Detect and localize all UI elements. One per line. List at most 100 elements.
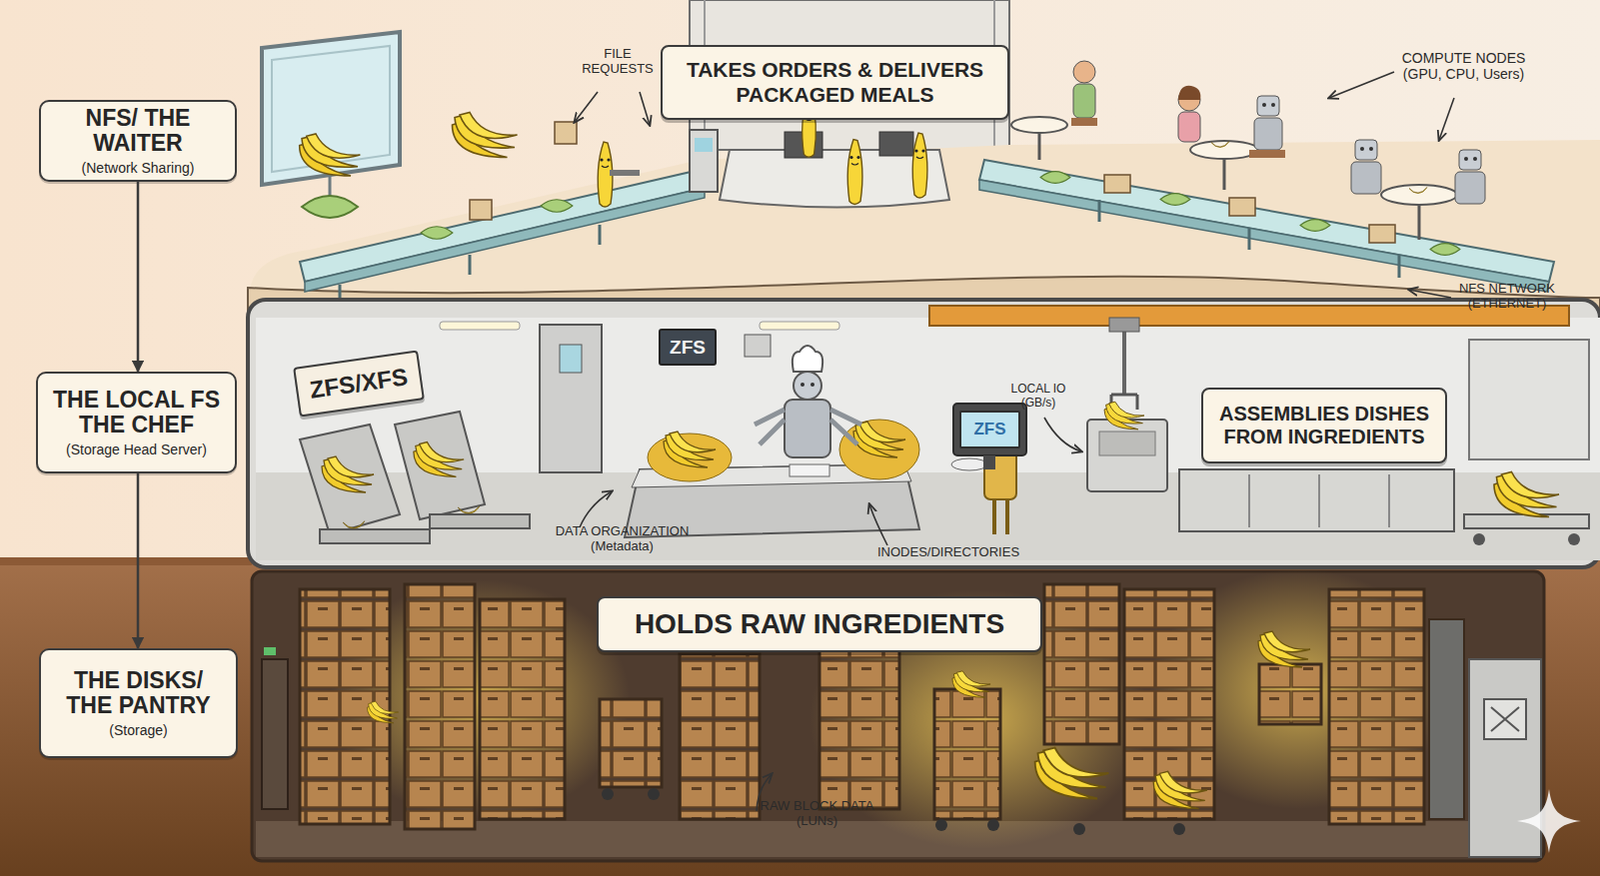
- callout-label: INODES/DIRECTORIES: [877, 545, 1020, 561]
- chef-counter: [800, 382, 805, 387]
- leader-arrows: [1044, 417, 1082, 452]
- pantry-basement: [1429, 619, 1465, 820]
- hoppers: [457, 506, 480, 514]
- dining-tables: [1464, 156, 1469, 161]
- kitchen-cabinet: [1388, 474, 1391, 528]
- kitchen-floor: [1469, 339, 1590, 460]
- dining-tables: [1409, 187, 1428, 194]
- helper-robot: [951, 458, 988, 471]
- leader-arrows: [1329, 71, 1395, 98]
- conveyor-belts: [540, 199, 573, 212]
- conveyor-belts: [299, 169, 705, 282]
- dining-tables: [1073, 60, 1096, 83]
- pantry-basement: [599, 699, 662, 788]
- dining-tables: [1271, 102, 1276, 107]
- box-heading: ASSEMBLIES DISHES FROM INGREDIENTS: [1213, 402, 1436, 449]
- conveyor-belts: [1160, 193, 1191, 206]
- top-floor: [247, 0, 1600, 316]
- layer-box: THE LOCAL FS THE CHEF(Storage Head Serve…: [35, 371, 237, 474]
- box-heading: TAKES ORDERS & DELIVERS PACKAGED MEALS: [672, 57, 998, 106]
- chef-counter: [792, 345, 823, 372]
- kitchen-floor: [759, 321, 840, 330]
- watermark-star: [1517, 789, 1582, 854]
- box-heading: ZFS/XFS: [307, 362, 410, 404]
- leader-arrows: [1409, 289, 1452, 298]
- leader-arrows: [1439, 97, 1455, 140]
- box-heading: THE LOCAL FS THE CHEF: [47, 387, 225, 438]
- conveyor-belts: [1098, 199, 1102, 222]
- pantry-basement: [261, 659, 288, 810]
- pantry-basement: [1258, 631, 1311, 668]
- door-sign: ZFS: [658, 328, 717, 366]
- dining-tables: [1211, 141, 1230, 148]
- chef-counter: [663, 431, 716, 468]
- conveyor-belts: [554, 121, 577, 144]
- dining-tables: [1351, 161, 1382, 194]
- io-machine: [1104, 401, 1145, 430]
- io-machine: [1087, 317, 1168, 492]
- kitchen-cabinet: [1568, 533, 1581, 546]
- dining-tables: [1011, 60, 1486, 240]
- pantry-basement: [263, 647, 276, 656]
- io-machine: [1109, 317, 1140, 332]
- service-counter: [879, 131, 914, 156]
- conveyor-belts: [469, 199, 492, 220]
- pantry-basement: [987, 819, 1000, 832]
- kitchen-cabinet: [1179, 469, 1455, 532]
- callout-label: NFS NETWORK (ETHERNET): [1451, 281, 1564, 312]
- pantry-basement: [1329, 589, 1425, 825]
- kitchen-cabinet: [1318, 474, 1321, 528]
- hoppers: [299, 411, 530, 544]
- dining-tables: [1249, 149, 1286, 158]
- kitchen-floor: [744, 334, 771, 357]
- role-banner: HOLDS RAW INGREDIENTS: [596, 596, 1043, 653]
- kitchen-cabinet: [1248, 474, 1251, 528]
- dining-tables: [1360, 146, 1365, 151]
- hoppers: [321, 456, 374, 493]
- dining-tables: [1473, 156, 1478, 161]
- hoppers: [394, 411, 485, 520]
- pantry-basement: [366, 701, 398, 724]
- conveyor-belts: [420, 226, 453, 239]
- dining-tables: [1459, 149, 1482, 170]
- conveyor-belts: [1369, 224, 1396, 243]
- box-heading: THE DISKS/ THE PANTRY: [50, 668, 226, 719]
- chef-counter: [839, 419, 920, 480]
- layer-box: NFS/ THE WAITER (Network Sharing): [38, 99, 237, 182]
- role-banner: TAKES ORDERS & DELIVERS PACKAGED MEALS: [660, 44, 1010, 120]
- leader-arrows: [574, 91, 598, 122]
- pantry-basement: [1153, 771, 1208, 809]
- box-heading: HOLDS RAW INGREDIENTS: [634, 608, 1005, 641]
- callout-label: COMPUTE NODES (GPU, CPU, Users): [1391, 49, 1537, 82]
- chef-counter: [853, 421, 906, 458]
- conveyor-belts: [598, 224, 602, 245]
- chef-counter: [624, 345, 920, 538]
- pantry-basement: [479, 599, 565, 820]
- dining-tables: [1381, 184, 1458, 205]
- conveyor-belts: [452, 112, 518, 158]
- callout-label: RAW BLOCK DATA (LUNs): [749, 799, 885, 830]
- background: [0, 557, 252, 566]
- flow-arrow: [136, 181, 140, 372]
- pantry-basement: [647, 788, 660, 801]
- dining-tables: [1257, 95, 1280, 116]
- box-heading: ZFS: [669, 336, 706, 359]
- pantry-basement: [935, 819, 948, 832]
- conveyor-belts: [299, 112, 1555, 301]
- conveyor-belts: [299, 133, 361, 176]
- hoppers: [342, 521, 365, 529]
- monitor: [953, 403, 1027, 456]
- box-subtitle: (Network Sharing): [81, 159, 195, 176]
- box-heading: NFS/ THE WAITER: [50, 105, 225, 156]
- hoppers: [319, 529, 430, 544]
- dining-tables: [1190, 140, 1259, 159]
- io-machine: [1087, 419, 1168, 492]
- background: [0, 559, 1600, 876]
- chef-counter: [754, 409, 862, 445]
- monitor-screen: ZFS: [959, 410, 1021, 449]
- kitchen-floor: [439, 321, 520, 330]
- callout-label: DATA ORGANIZATION (Metadata): [534, 524, 710, 555]
- conveyor-belts: [1398, 254, 1402, 278]
- pantry-basement: [404, 584, 475, 830]
